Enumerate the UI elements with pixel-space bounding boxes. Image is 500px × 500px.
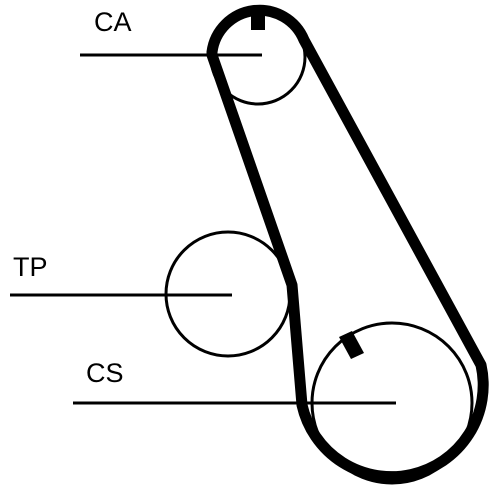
crankshaft-timing-mark	[339, 331, 364, 359]
camshaft-timing-mark	[251, 6, 265, 30]
tensioner-label: TP	[13, 252, 48, 282]
crankshaft-label: CS	[86, 358, 124, 388]
timing-belt	[206, 4, 489, 483]
camshaft-label: CA	[94, 7, 132, 37]
